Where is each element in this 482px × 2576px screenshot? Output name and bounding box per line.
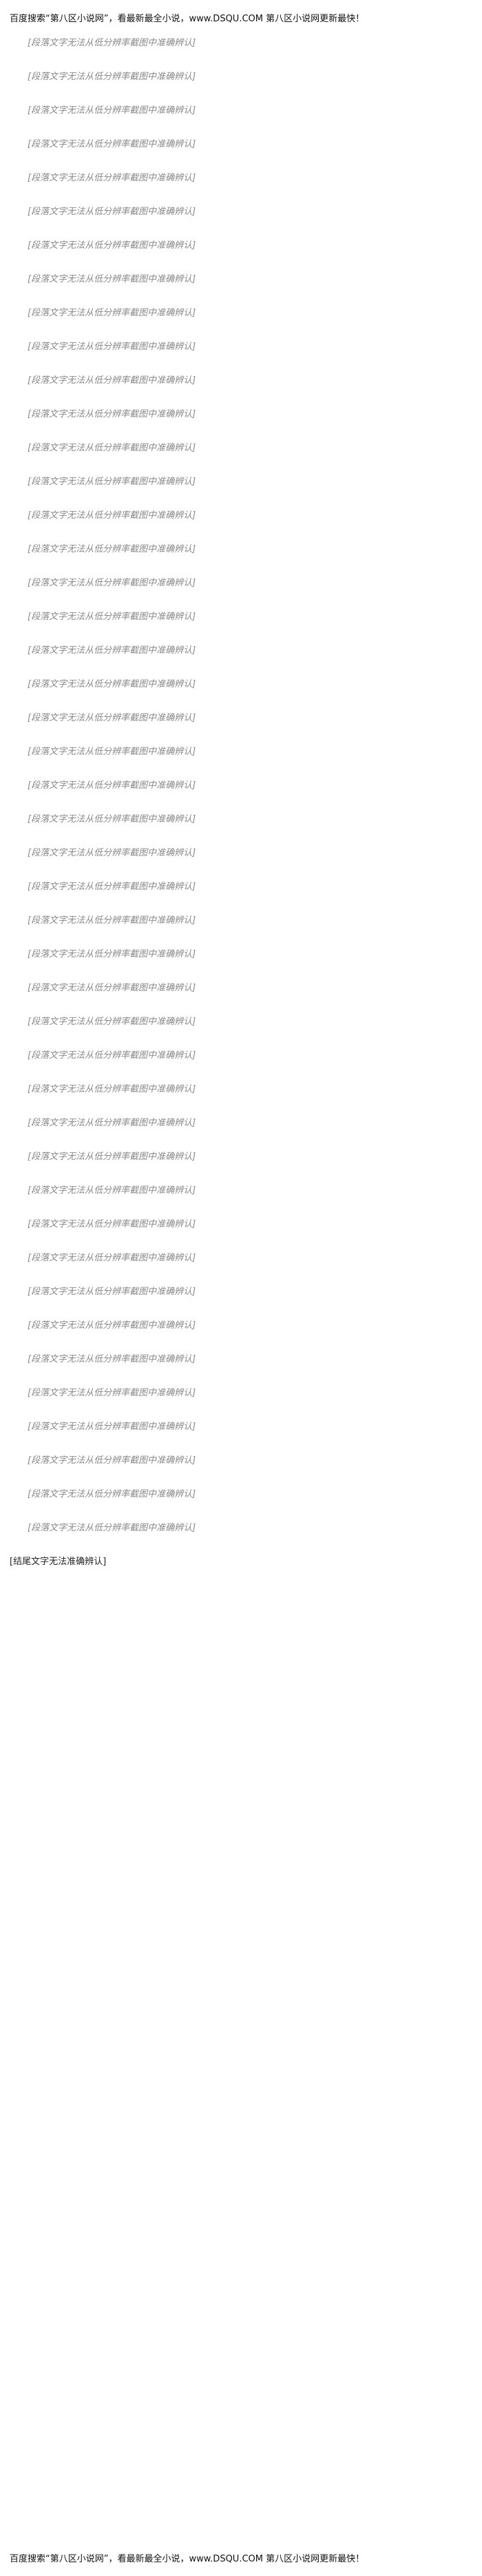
- chapter-paragraph: [段落文字无法从低分辨率截图中准确辨认]: [28, 915, 196, 926]
- chapter-paragraph: [段落文字无法从低分辨率截图中准确辨认]: [28, 612, 196, 622]
- chapter-paragraph: [段落文字无法从低分辨率截图中准确辨认]: [28, 1017, 196, 1027]
- chapter-paragraph: [段落文字无法从低分辨率截图中准确辨认]: [28, 983, 196, 993]
- chapter-paragraph: [段落文字无法从低分辨率截图中准确辨认]: [28, 882, 196, 892]
- chapter-paragraph: [段落文字无法从低分辨率截图中准确辨认]: [28, 578, 196, 588]
- chapter-paragraph: [段落文字无法从低分辨率截图中准确辨认]: [28, 1219, 196, 1229]
- chapter-paragraph: [段落文字无法从低分辨率截图中准确辨认]: [28, 1388, 196, 1398]
- chapter-paragraph: [段落文字无法从低分辨率截图中准确辨认]: [28, 38, 196, 48]
- chapter-paragraph: [段落文字无法从低分辨率截图中准确辨认]: [28, 105, 196, 116]
- chapter-paragraph: [段落文字无法从低分辨率截图中准确辨认]: [28, 1118, 196, 1128]
- chapter-content: [段落文字无法从低分辨率截图中准确辨认] [段落文字无法从低分辨率截图中准确辨认]…: [10, 36, 472, 1535]
- chapter-paragraph: [段落文字无法从低分辨率截图中准确辨认]: [28, 207, 196, 217]
- chapter-paragraph: [段落文字无法从低分辨率截图中准确辨认]: [28, 240, 196, 251]
- chapter-paragraph: [段落文字无法从低分辨率截图中准确辨认]: [28, 645, 196, 656]
- chapter-paragraph: [段落文字无法从低分辨率截图中准确辨认]: [28, 409, 196, 419]
- chapter-paragraph: [段落文字无法从低分辨率截图中准确辨认]: [28, 1422, 196, 1432]
- chapter-paragraph: [段落文字无法从低分辨率截图中准确辨认]: [28, 173, 196, 183]
- site-banner-bottom: 百度搜索“第八区小说网”，看最新最全小说，www.DSQU.COM 第八区小说网…: [10, 2554, 365, 2564]
- chapter-paragraph: [段落文字无法从低分辨率截图中准确辨认]: [28, 375, 196, 386]
- chapter-paragraph: [段落文字无法从低分辨率截图中准确辨认]: [28, 679, 196, 689]
- chapter-paragraph: [段落文字无法从低分辨率截图中准确辨认]: [28, 814, 196, 824]
- chapter-paragraph: [段落文字无法从低分辨率截图中准确辨认]: [28, 949, 196, 959]
- chapter-paragraph: [段落文字无法从低分辨率截图中准确辨认]: [28, 1354, 196, 1364]
- chapter-paragraph: [段落文字无法从低分辨率截图中准确辨认]: [28, 780, 196, 791]
- chapter-paragraph: [段落文字无法从低分辨率截图中准确辨认]: [28, 510, 196, 521]
- chapter-paragraph: [段落文字无法从低分辨率截图中准确辨认]: [28, 477, 196, 487]
- chapter-paragraph: [段落文字无法从低分辨率截图中准确辨认]: [28, 1253, 196, 1263]
- chapter-paragraph: [段落文字无法从低分辨率截图中准确辨认]: [28, 1050, 196, 1061]
- chapter-paragraph: [段落文字无法从低分辨率截图中准确辨认]: [28, 1287, 196, 1297]
- chapter-paragraph: [段落文字无法从低分辨率截图中准确辨认]: [28, 1320, 196, 1331]
- chapter-paragraph: [段落文字无法从低分辨率截图中准确辨认]: [28, 747, 196, 757]
- chapter-paragraph: [段落文字无法从低分辨率截图中准确辨认]: [28, 1185, 196, 1196]
- site-banner-top: 百度搜索“第八区小说网”，看最新最全小说，www.DSQU.COM 第八区小说网…: [10, 14, 365, 24]
- chapter-paragraph: [段落文字无法从低分辨率截图中准确辨认]: [28, 274, 196, 284]
- chapter-signoff: [结尾文字无法准确辨认]: [10, 1557, 107, 1567]
- chapter-paragraph: [段落文字无法从低分辨率截图中准确辨认]: [28, 342, 196, 352]
- chapter-paragraph: [段落文字无法从低分辨率截图中准确辨认]: [28, 544, 196, 554]
- chapter-paragraph: [段落文字无法从低分辨率截图中准确辨认]: [28, 1489, 196, 1499]
- chapter-paragraph: [段落文字无法从低分辨率截图中准确辨认]: [28, 1523, 196, 1533]
- chapter-paragraph: [段落文字无法从低分辨率截图中准确辨认]: [28, 72, 196, 82]
- chapter-paragraph: [段落文字无法从低分辨率截图中准确辨认]: [28, 1455, 196, 1466]
- chapter-paragraph: [段落文字无法从低分辨率截图中准确辨认]: [28, 1152, 196, 1162]
- chapter-paragraph: [段落文字无法从低分辨率截图中准确辨认]: [28, 848, 196, 858]
- chapter-paragraph: [段落文字无法从低分辨率截图中准确辨认]: [28, 139, 196, 149]
- chapter-paragraph: [段落文字无法从低分辨率截图中准确辨认]: [28, 308, 196, 318]
- chapter-paragraph: [段落文字无法从低分辨率截图中准确辨认]: [28, 443, 196, 453]
- chapter-paragraph: [段落文字无法从低分辨率截图中准确辨认]: [28, 1084, 196, 1094]
- chapter-paragraph: [段落文字无法从低分辨率截图中准确辨认]: [28, 713, 196, 723]
